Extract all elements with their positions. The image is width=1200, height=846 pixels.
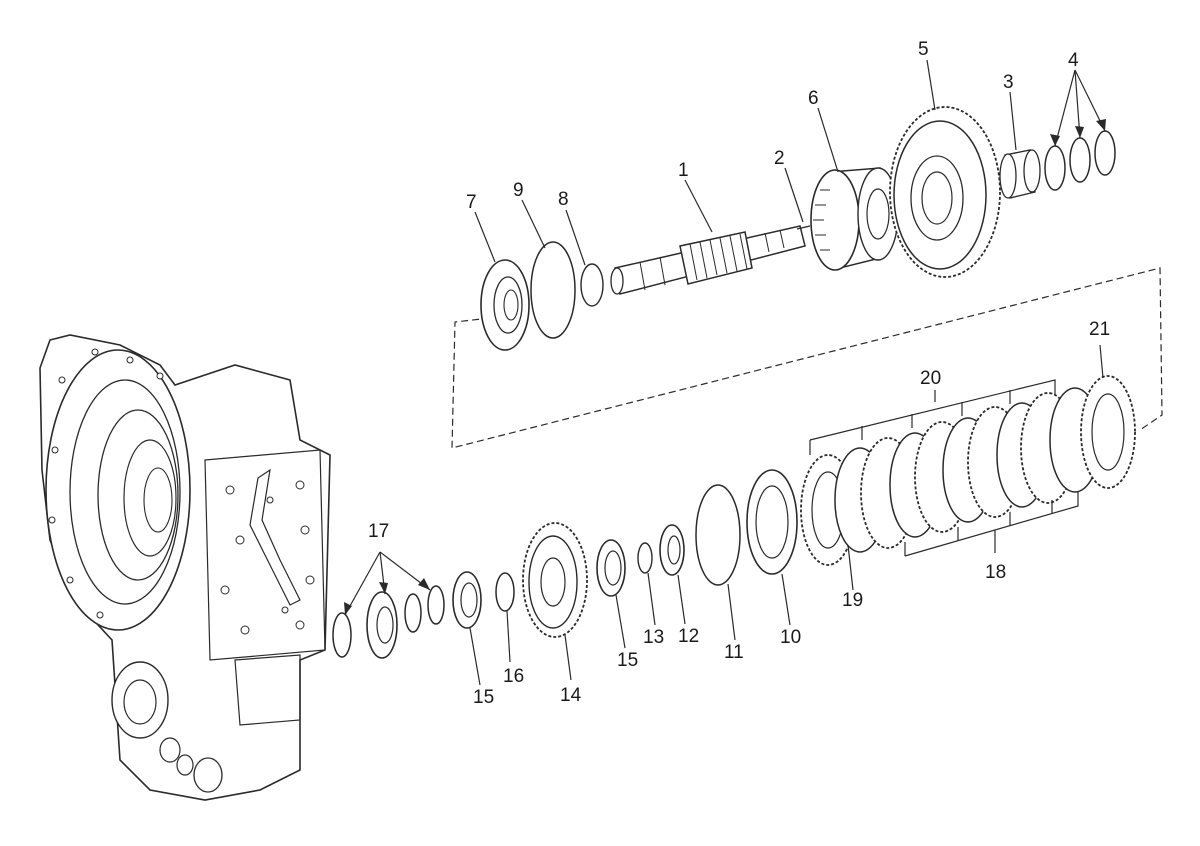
callout-13: 13 <box>643 627 664 648</box>
bearing-15b <box>596 539 626 597</box>
callout-4: 4 <box>1068 50 1079 71</box>
callout-11: 11 <box>724 642 744 663</box>
callout-14: 14 <box>560 685 582 706</box>
callouts: 1 2 3 4 5 6 7 8 9 10 11 12 13 14 15 15 1… <box>368 39 1110 708</box>
callout-3: 3 <box>1003 72 1014 93</box>
clutch-discs-18-19-20 <box>800 387 1101 566</box>
callout-8: 8 <box>558 189 569 210</box>
bearing-7 <box>480 259 530 351</box>
bearing-12 <box>659 524 685 576</box>
ring-13 <box>637 542 653 574</box>
callout-5: 5 <box>918 39 929 60</box>
callout-15b: 15 <box>617 650 638 671</box>
callout-2: 2 <box>774 148 785 169</box>
transmission-housing <box>39 334 331 801</box>
bracket-20 <box>809 379 1056 455</box>
clutch-hub-6 <box>810 167 899 271</box>
callout-18: 18 <box>985 562 1006 583</box>
gear-14 <box>522 522 588 638</box>
callout-12: 12 <box>678 626 699 647</box>
bracket-18 <box>904 492 1079 557</box>
callout-7: 7 <box>466 192 477 213</box>
callout-16: 16 <box>503 666 524 687</box>
callout-1: 1 <box>678 160 689 181</box>
bearing-15a <box>452 571 482 629</box>
callout-10: 10 <box>780 627 801 648</box>
gear-5 <box>889 106 1001 278</box>
bearing-rings-17 <box>332 585 445 659</box>
callout-20: 20 <box>920 368 941 389</box>
callout-6: 6 <box>808 88 819 109</box>
callout-17: 17 <box>368 521 389 542</box>
disc-10 <box>746 469 798 575</box>
callout-9: 9 <box>513 180 524 201</box>
pin-2 <box>796 225 811 230</box>
callout-19: 19 <box>842 590 863 611</box>
ring-9 <box>530 241 576 339</box>
callout-15a: 15 <box>473 687 494 708</box>
leader-arrowheads <box>344 119 1106 615</box>
ring-16 <box>495 572 515 612</box>
shaft-1 <box>610 225 806 295</box>
callout-21: 21 <box>1089 319 1110 340</box>
sleeve-3 <box>999 149 1041 199</box>
end-plate-21 <box>1080 375 1136 489</box>
ring-8 <box>580 263 604 307</box>
snap-ring-11 <box>695 484 741 586</box>
